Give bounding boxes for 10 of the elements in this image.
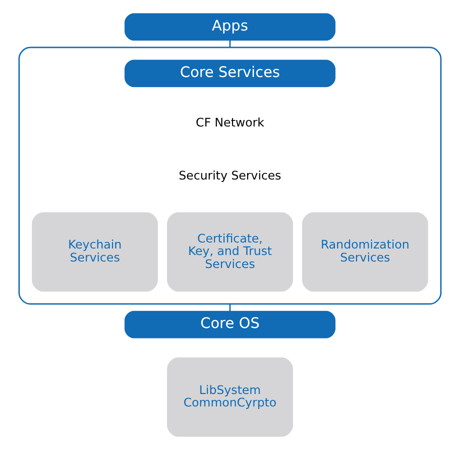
node-box: Randomization Services — [302, 212, 428, 292]
node-box: Core Services — [124, 59, 336, 87]
node-box: Certificate, Key, and Trust Services — [167, 212, 293, 292]
node-box: Core OS — [124, 310, 336, 338]
node-box: Apps — [124, 12, 336, 40]
label: CF Network — [196, 114, 264, 129]
cluster — [18, 46, 442, 304]
node-box: Keychain Services — [32, 212, 158, 292]
node-box: LibSystem CommonCyrpto — [167, 356, 293, 436]
label: Security Services — [178, 168, 282, 182]
